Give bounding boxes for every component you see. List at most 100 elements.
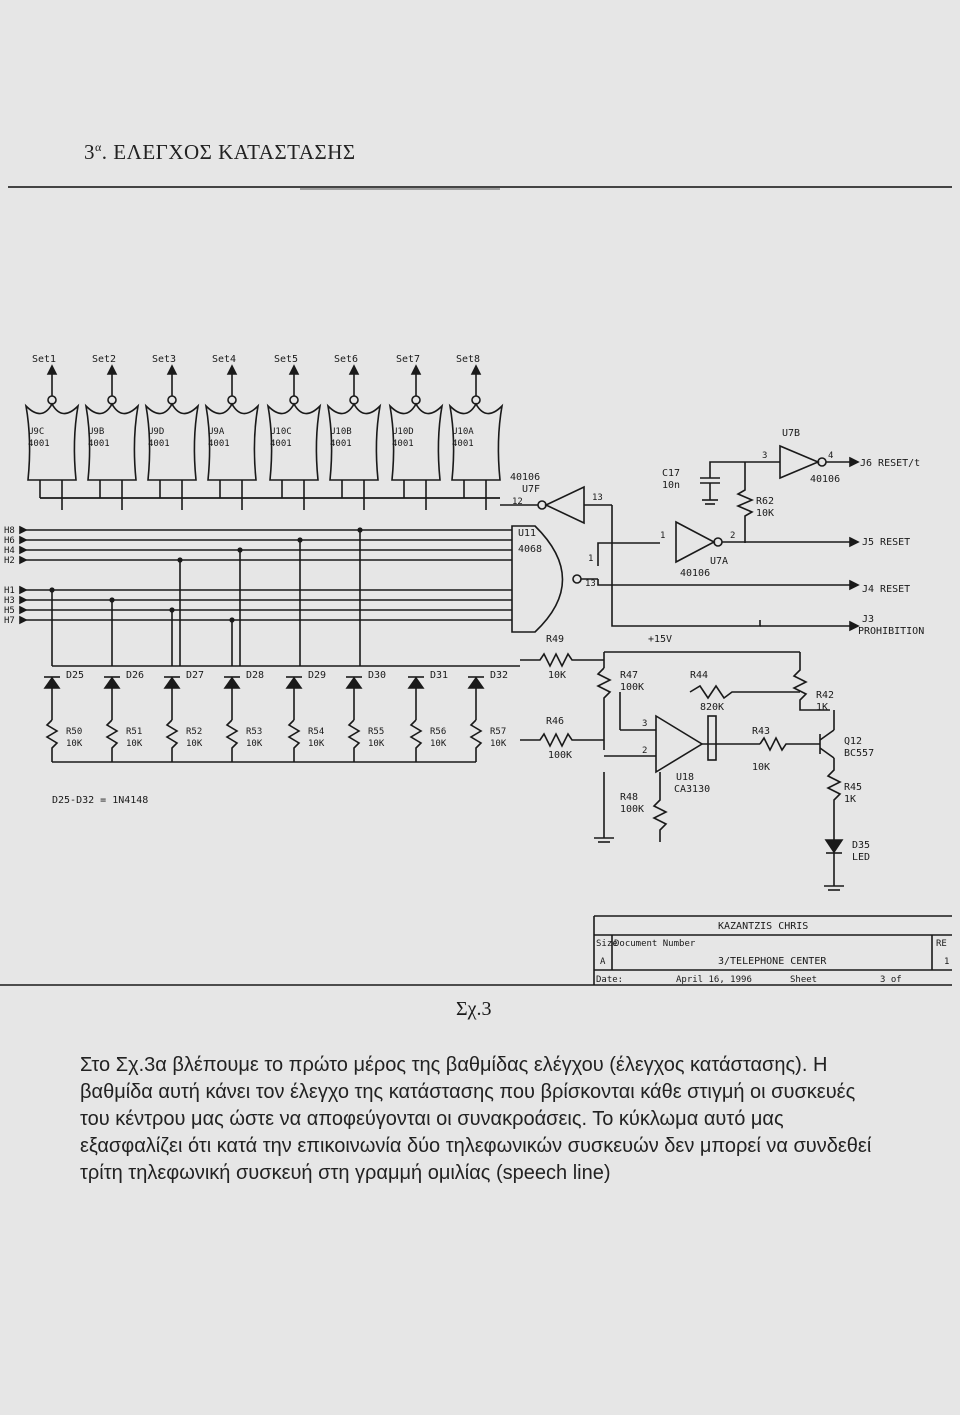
r48-id: R48 <box>620 792 638 803</box>
diode-D25 <box>43 676 61 689</box>
u7a-type: 40106 <box>680 568 710 579</box>
nor-gate-U10D <box>388 402 444 481</box>
set-arrow-8 <box>470 364 482 375</box>
u7f-type: 40106 <box>510 472 540 483</box>
u18-type: CA3130 <box>674 784 710 795</box>
tb-sheet: 3 of <box>880 975 902 985</box>
c17-id: C17 <box>662 468 680 479</box>
gate-id: U10B <box>330 427 352 437</box>
resistor-value: 10K <box>186 739 203 749</box>
gate-type: 4001 <box>452 439 474 449</box>
d35-id: D35 <box>852 840 870 851</box>
diode-label-D25: D25 <box>66 670 84 681</box>
resistor-label: R54 <box>308 727 324 737</box>
resistor-R57 <box>469 719 483 762</box>
r49-id: R49 <box>546 634 564 645</box>
r45-val: 1K <box>844 794 856 805</box>
q12-type: BC557 <box>844 748 874 759</box>
diode-note: D25-D32 = 1N4148 <box>52 795 148 806</box>
nor-gate-U9B <box>84 402 140 481</box>
set-arrow-5 <box>288 364 300 375</box>
u18-id: U18 <box>676 772 694 783</box>
r62-val: 10K <box>756 508 774 519</box>
tb-author: KAZANTZIS CHRIS <box>718 921 808 932</box>
set-label-8: Set8 <box>456 354 480 365</box>
u7f-pin12: 12 <box>512 497 523 507</box>
diode-D28 <box>223 676 241 689</box>
gate-id: U9D <box>148 427 164 437</box>
h-label-H2: H2 <box>4 556 15 566</box>
set-label-3: Set3 <box>152 354 176 365</box>
svg-text:13: 13 <box>585 579 596 589</box>
set-arrow-7 <box>410 364 422 375</box>
diode-label-D26: D26 <box>126 670 144 681</box>
r49-val: 10K <box>548 670 566 681</box>
set-label-7: Set7 <box>396 354 420 365</box>
gate-type: 4001 <box>392 439 414 449</box>
diode-D32 <box>467 676 485 689</box>
tb-date: April 16, 1996 <box>676 975 752 985</box>
diode-label-D29: D29 <box>308 670 326 681</box>
svg-text:2: 2 <box>642 746 647 756</box>
u7b-type: 40106 <box>810 474 840 485</box>
nor-gate-U9C <box>24 402 80 481</box>
resistor-R53 <box>225 719 239 762</box>
set-arrow-3 <box>166 364 178 375</box>
r46-val: 100K <box>548 750 572 761</box>
resistor-label: R50 <box>66 727 82 737</box>
r45-id: R45 <box>844 782 862 793</box>
r44-id: R44 <box>690 670 708 681</box>
body-paragraph: Στο Σχ.3α βλέπουμε το πρώτο μέρος της βα… <box>80 1054 872 1184</box>
resistor-R55 <box>347 719 361 762</box>
diode-D26 <box>103 676 121 689</box>
j3-name: PROHIBITION <box>858 626 924 637</box>
diode-label-D27: D27 <box>186 670 204 681</box>
d35-type: LED <box>852 852 870 863</box>
resistor-R51 <box>105 719 119 762</box>
gate-type: 4001 <box>330 439 352 449</box>
diode-resistor-row: D25R5010KD26R5110KD27R5210KD28R5310KD29R… <box>43 665 520 763</box>
h-label-H3: H3 <box>4 596 15 606</box>
h-label-H5: H5 <box>4 606 15 616</box>
svg-text:1: 1 <box>660 531 665 541</box>
j5-label: J5 RESET <box>862 537 910 548</box>
resistor-value: 10K <box>126 739 143 749</box>
u7b-inverter-symbol <box>779 444 821 480</box>
nor-gate-U10B <box>326 402 382 481</box>
resistor-R54 <box>287 719 301 762</box>
set-arrow-2 <box>106 364 118 375</box>
resistor-value: 10K <box>430 739 447 749</box>
h-label-H8: H8 <box>4 526 15 536</box>
h-label-H7: H7 <box>4 616 15 626</box>
set-label-2: Set2 <box>92 354 116 365</box>
u7b-id: U7B <box>782 428 800 439</box>
svg-text:3: 3 <box>642 719 647 729</box>
u7f-id: U7F <box>522 484 540 495</box>
set-arrow-1 <box>46 364 58 375</box>
tb-rev: 1 <box>944 957 949 967</box>
gate-type: 4001 <box>148 439 170 449</box>
resistor-label: R52 <box>186 727 202 737</box>
r43-val: 10K <box>752 762 770 773</box>
nor-gate-U10A <box>448 402 504 481</box>
resistor-label: R57 <box>490 727 506 737</box>
resistor-value: 10K <box>66 739 83 749</box>
u7a-id: U7A <box>710 556 728 567</box>
diode-label-D32: D32 <box>490 670 508 681</box>
gate-id: U9C <box>28 427 44 437</box>
u7a-inverter-symbol <box>675 520 716 564</box>
figure-caption: Σχ.3 <box>456 998 492 1020</box>
r47-id: R47 <box>620 670 638 681</box>
resistor-value: 10K <box>308 739 325 749</box>
set-label-1: Set1 <box>32 354 56 365</box>
nor-gate-U10C <box>266 402 322 481</box>
section-heading: 3α. ΕΛΕΓΧΟΣ ΚΑΤΑΣΤΑΣΗΣ <box>84 140 356 164</box>
j4-label: J4 RESET <box>862 584 910 595</box>
svg-text:13: 13 <box>592 493 603 503</box>
nor-gate-U9A <box>204 402 260 481</box>
resistor-value: 10K <box>368 739 385 749</box>
diode-label-D30: D30 <box>368 670 386 681</box>
set-arrow-4 <box>226 364 238 375</box>
diode-D27 <box>163 676 181 689</box>
r42-val: 1K <box>816 702 828 713</box>
